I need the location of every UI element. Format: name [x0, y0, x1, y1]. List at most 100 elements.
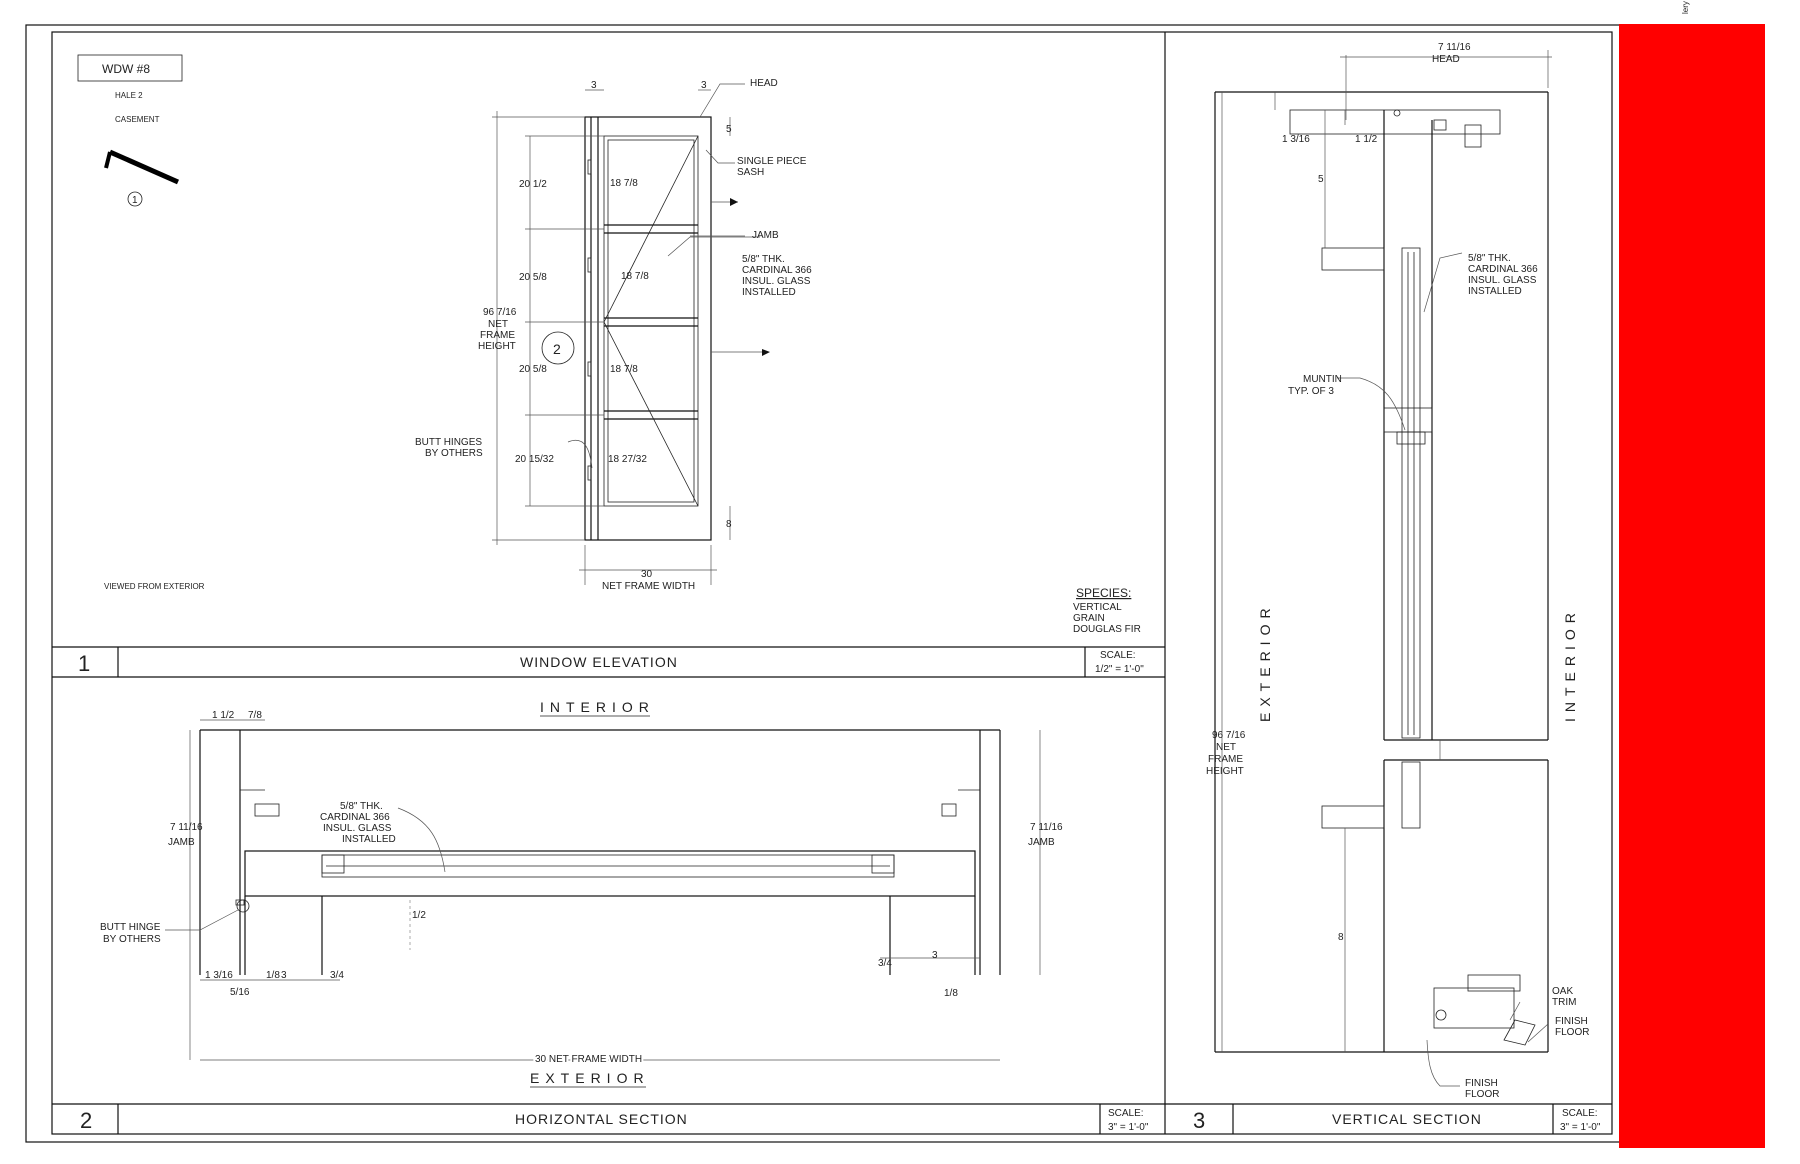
dim-right-bottom: 8	[726, 519, 732, 530]
species-line-1: VERTICAL	[1073, 602, 1122, 613]
horizontal-scale-value: 3" = 1'-0"	[1108, 1122, 1149, 1133]
vs-exterior: EXTERIOR	[1257, 602, 1273, 722]
vs-muntin-2: TYP. OF 3	[1288, 386, 1334, 397]
vs-dim-left: 1 3/16	[1282, 134, 1310, 145]
sheet-border	[25, 24, 1765, 1143]
hs-jamb-right: 7 11/16	[1030, 822, 1063, 833]
hs-dim-top-1: 1 1/2	[212, 710, 235, 721]
dim-left-3: 20 5/8	[519, 364, 547, 375]
hs-jamb-left: 7 11/16	[170, 822, 203, 833]
elevation-frame	[584, 116, 712, 541]
species-line-2: GRAIN	[1073, 613, 1105, 624]
vs-head: HEAD	[1432, 54, 1460, 65]
hs-hinge-2: BY OTHERS	[103, 934, 161, 945]
elevation-title-strip: 1 WINDOW ELEVATION SCALE: 1/2" = 1'-0"	[52, 646, 1165, 677]
vs-finish-2: FLOOR	[1555, 1027, 1589, 1038]
tag-sub2: CASEMENT	[115, 115, 160, 124]
viewed-from-label: VIEWED FROM EXTERIOR	[104, 582, 205, 591]
dim-right-top: 5	[726, 124, 732, 135]
dim-glass-1: 18 7/8	[610, 178, 638, 189]
horizontal-title-strip: 2 HORIZONTAL SECTION SCALE: 3" = 1'-0"	[52, 1103, 1165, 1134]
height-3: FRAME	[480, 330, 515, 341]
dim-left-4: 20 15/32	[515, 454, 554, 465]
vs-glass-2: CARDINAL 366	[1468, 264, 1538, 275]
elevation-scale-value: 1/2" = 1'-0"	[1095, 664, 1144, 675]
hs-dim-b3: 1/8	[266, 970, 280, 981]
elevation-number: 1	[78, 651, 90, 676]
elevation-title: WINDOW ELEVATION	[520, 654, 678, 670]
callout-head: HEAD	[750, 78, 778, 89]
hs-glass-2: CARDINAL 366	[320, 812, 390, 823]
dim-left-1: 20 1/2	[519, 179, 547, 190]
window-elevation: 2 3 3 5 8 20 1/2 20 5/8 20 5/8 20 15/32 …	[104, 78, 1141, 635]
vs-dim-5: 5	[1318, 174, 1324, 185]
hs-jamb-left-label: JAMB	[168, 837, 195, 848]
vs-oak-2: TRIM	[1552, 997, 1576, 1008]
vertical-section: 7 11/16 HEAD EXTERIOR INTERIOR 5/8" THK.…	[1206, 42, 1589, 1100]
vs-interior: INTERIOR	[1562, 607, 1578, 722]
height-4: HEIGHT	[478, 341, 516, 352]
width-1: 30	[641, 569, 653, 580]
hs-dim-b1: 1 3/16	[205, 970, 233, 981]
hs-interior-label: INTERIOR	[540, 699, 655, 715]
vertical-number: 3	[1193, 1108, 1205, 1133]
vs-finish-4: FLOOR	[1465, 1089, 1499, 1100]
dim-glass-4: 18 27/32	[608, 454, 647, 465]
dim-left-2: 20 5/8	[519, 272, 547, 283]
tag-label: WDW #8	[102, 62, 150, 76]
hs-dim-b4: 3	[281, 970, 287, 981]
hs-dim-top-2: 7/8	[248, 710, 262, 721]
hs-glass-4: INSTALLED	[342, 834, 396, 845]
vertical-title: VERTICAL SECTION	[1332, 1111, 1482, 1127]
vs-height-2: NET	[1216, 742, 1236, 753]
horizontal-scale-label: SCALE:	[1108, 1108, 1144, 1119]
vertical-scale-value: 3" = 1'-0"	[1560, 1122, 1601, 1133]
callout-glass-4: INSTALLED	[742, 287, 796, 298]
vs-head-dim: 7 11/16	[1438, 42, 1471, 53]
hs-dim-mid: 1/2	[412, 910, 426, 921]
callout-jamb: JAMB	[752, 230, 779, 241]
vs-height-3: FRAME	[1208, 754, 1243, 765]
hs-jamb-right-label: JAMB	[1028, 837, 1055, 848]
callout-hinge-2: BY OTHERS	[425, 448, 483, 459]
species-heading: SPECIES:	[1076, 586, 1131, 600]
vs-finish-1: FINISH	[1555, 1016, 1588, 1027]
section-mark-2: 2	[553, 341, 562, 357]
vs-height-4: HEIGHT	[1206, 766, 1244, 777]
vertical-scale-label: SCALE:	[1562, 1108, 1598, 1119]
callout-glass-1: 5/8" THK.	[742, 254, 785, 265]
vertical-title-strip: 3 VERTICAL SECTION SCALE: 3" = 1'-0"	[1165, 1103, 1612, 1134]
hs-dim-r3: 1/8	[944, 988, 958, 999]
hs-dim-b2: 5/16	[230, 987, 250, 998]
vs-glass-1: 5/8" THK.	[1468, 253, 1511, 264]
redaction-bar	[1619, 24, 1765, 1148]
vs-height-1: 96 7/16	[1212, 730, 1246, 741]
hs-dim-r1: 3	[932, 950, 938, 961]
callout-hinge-1: BUTT HINGES	[415, 437, 482, 448]
height-2: NET	[488, 319, 508, 330]
callout-glass-3: INSUL. GLASS	[742, 276, 811, 287]
width-2: NET FRAME WIDTH	[602, 581, 695, 592]
inner-border	[51, 31, 1613, 1135]
vs-oak-1: OAK	[1552, 986, 1573, 997]
species-line-3: DOUGLAS FIR	[1073, 624, 1141, 635]
vs-glass-3: INSUL. GLASS	[1468, 275, 1537, 286]
hs-glass-3: INSUL. GLASS	[323, 823, 392, 834]
vs-glass-4: INSTALLED	[1468, 286, 1522, 297]
callout-glass-2: CARDINAL 366	[742, 265, 812, 276]
tag-mark: 1	[132, 195, 138, 206]
hs-hinge-1: BUTT HINGE	[100, 922, 161, 933]
dim-top-right: 3	[701, 80, 707, 91]
horizontal-section: INTERIOR EXTERIOR	[100, 699, 1063, 1088]
dim-glass-2: 18 7/8	[621, 271, 649, 282]
hs-glass-1: 5/8" THK.	[340, 801, 383, 812]
hs-width: 30 NET FRAME WIDTH	[535, 1054, 642, 1065]
vs-muntin-1: MUNTIN	[1303, 374, 1342, 385]
elevation-scale-label: SCALE:	[1100, 650, 1136, 661]
height-1: 96 7/16	[483, 307, 517, 318]
callout-sash-1: SINGLE PIECE	[737, 156, 807, 167]
window-tag: WDW #8 HALE 2 CASEMENT 1	[77, 54, 183, 207]
dim-top-left: 3	[591, 80, 597, 91]
hs-dim-r2: 3/4	[878, 958, 892, 969]
vs-dim-8: 8	[1338, 932, 1344, 943]
